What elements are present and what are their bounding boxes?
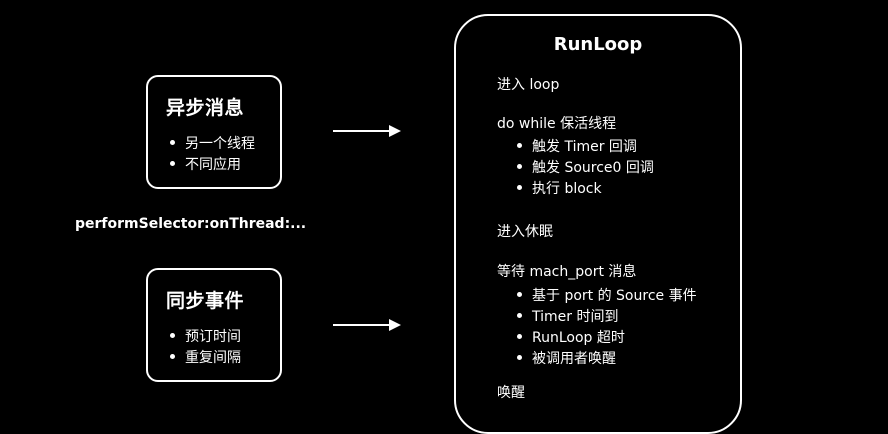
bullet-icon <box>517 164 522 169</box>
list-item-label: 不同应用 <box>185 156 241 173</box>
bullet-icon <box>517 355 522 360</box>
arrow-head <box>389 319 401 331</box>
list-item: 不同应用 <box>170 153 255 174</box>
arrow-shaft <box>333 324 391 326</box>
arrow-shaft <box>333 130 391 132</box>
list-item: 执行 block <box>517 177 654 198</box>
perform-selector-label: performSelector:onThread:... <box>75 216 307 232</box>
bullet-icon <box>170 140 175 145</box>
sync-events-list: 预订时间 重复间隔 <box>170 325 241 367</box>
list-item: 重复间隔 <box>170 346 241 367</box>
bullet-icon <box>517 334 522 339</box>
list-item-label: 触发 Source0 回调 <box>532 159 654 176</box>
list-item-label: 重复间隔 <box>185 349 241 366</box>
list-item: Timer 时间到 <box>517 305 697 326</box>
arrow-right-icon <box>333 318 401 332</box>
list-item-label: 基于 port 的 Source 事件 <box>532 287 697 304</box>
async-messages-list: 另一个线程 不同应用 <box>170 132 255 174</box>
bullet-icon <box>170 333 175 338</box>
async-messages-box: 异步消息 另一个线程 不同应用 <box>146 75 282 189</box>
list-item-label: Timer 时间到 <box>532 308 619 325</box>
bullet-icon <box>517 292 522 297</box>
arrow-head <box>389 125 401 137</box>
do-while-step: do while 保活线程 <box>497 116 617 132</box>
list-item-label: 预订时间 <box>185 328 241 345</box>
do-while-list: 触发 Timer 回调 触发 Source0 回调 执行 block <box>517 135 654 198</box>
sync-events-box: 同步事件 预订时间 重复间隔 <box>146 268 282 382</box>
list-item-label: RunLoop 超时 <box>532 329 625 346</box>
list-item: 预订时间 <box>170 325 241 346</box>
bullet-icon <box>517 143 522 148</box>
sync-events-title: 同步事件 <box>166 290 245 312</box>
wait-list: 基于 port 的 Source 事件 Timer 时间到 RunLoop 超时… <box>517 284 697 368</box>
runloop-panel: RunLoop 进入 loop do while 保活线程 触发 Timer 回… <box>454 14 742 434</box>
list-item: 触发 Source0 回调 <box>517 156 654 177</box>
list-item-label: 触发 Timer 回调 <box>532 138 637 155</box>
wake-step: 唤醒 <box>497 385 525 401</box>
list-item-label: 执行 block <box>532 180 602 197</box>
list-item-label: 被调用者唤醒 <box>532 350 616 367</box>
bullet-icon <box>517 185 522 190</box>
sleep-step: 进入休眠 <box>497 224 553 240</box>
list-item: 另一个线程 <box>170 132 255 153</box>
arrow-right-icon <box>333 124 401 138</box>
bullet-icon <box>170 354 175 359</box>
enter-loop-step: 进入 loop <box>497 77 560 93</box>
bullet-icon <box>170 161 175 166</box>
async-messages-title: 异步消息 <box>166 97 245 119</box>
wait-step: 等待 mach_port 消息 <box>497 264 637 280</box>
runloop-title: RunLoop <box>553 34 643 55</box>
list-item-label: 另一个线程 <box>185 135 255 152</box>
list-item: 被调用者唤醒 <box>517 347 697 368</box>
list-item: RunLoop 超时 <box>517 326 697 347</box>
list-item: 触发 Timer 回调 <box>517 135 654 156</box>
list-item: 基于 port 的 Source 事件 <box>517 284 697 305</box>
bullet-icon <box>517 313 522 318</box>
